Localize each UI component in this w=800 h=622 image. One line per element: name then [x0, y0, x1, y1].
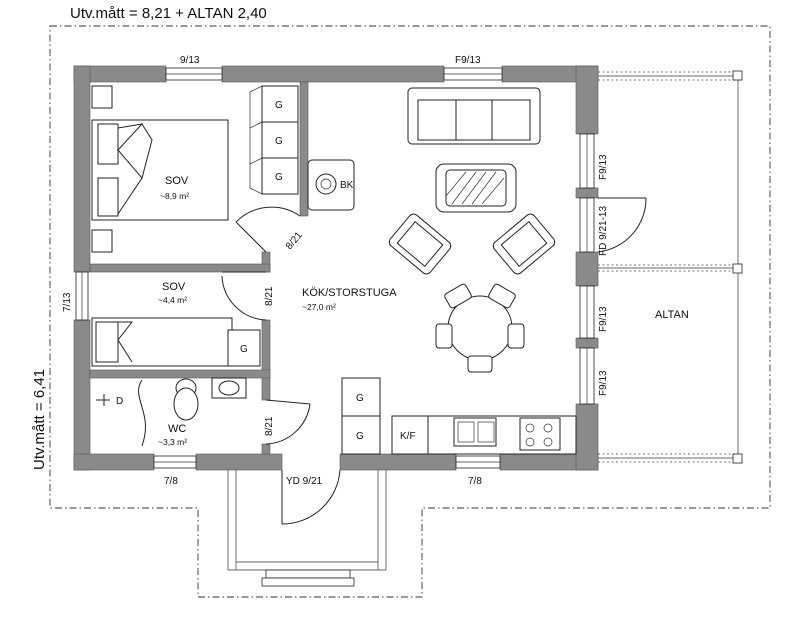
outer-depth-label: Utv.mått = 6,41: [31, 369, 48, 470]
room-area-wc: ~3,3 m²: [158, 437, 187, 447]
sofa: [407, 87, 541, 145]
window-label-bottom-left: 7/8: [164, 476, 178, 487]
interior-walls: [89, 81, 309, 455]
room-name-sov2: SOV: [162, 281, 186, 293]
door-label-wc: 8/21: [264, 416, 275, 436]
bed-single: [91, 317, 233, 367]
windows: [75, 67, 595, 469]
window-label-right-3: F9/13: [598, 370, 609, 396]
bed-double: [91, 119, 229, 221]
armchair: [492, 213, 556, 275]
cabinet-label: G: [356, 431, 364, 442]
room-name-kok: KÖK/STORSTUGA: [302, 287, 397, 299]
door-label-sov2: 8/21: [264, 286, 275, 306]
window-label-top-right: F9/13: [455, 55, 481, 66]
washbasin: [211, 377, 247, 399]
window-label-bottom-right: 7/8: [468, 476, 482, 487]
stove-label: BK: [340, 180, 354, 191]
nightstand: [91, 85, 113, 109]
dining-table: [435, 283, 525, 373]
stove: [307, 159, 355, 211]
coffee-table: [435, 163, 517, 213]
room-area-sov1: ~8,9 m²: [160, 191, 189, 201]
toilet: [173, 378, 199, 421]
cabinet-label: G: [356, 393, 364, 404]
window-label-top-left: 9/13: [180, 55, 200, 66]
room-name-altan: ALTAN: [655, 309, 689, 321]
room-area-kok: ~27,0 m²: [302, 302, 336, 312]
door-label-sov1: 8/21: [284, 230, 305, 252]
wardrobe: [249, 85, 299, 195]
shower-label: D: [116, 396, 123, 407]
room-area-sov2: ~4,4 m²: [158, 295, 187, 305]
entry-porch: [227, 470, 387, 587]
kitchen-cabinets: [341, 377, 381, 455]
shower: [96, 379, 146, 447]
window-label-left: 7/13: [62, 292, 73, 312]
wardrobe-label: G: [240, 344, 248, 355]
wardrobe-label: G: [275, 172, 283, 183]
door-label-entry: YD 9/21: [286, 476, 323, 487]
outer-outline: [49, 25, 771, 598]
outer-width-label: Utv.mått = 8,21 + ALTAN 2,40: [70, 5, 267, 22]
wardrobe-label: G: [275, 136, 283, 147]
window-label-right-2: F9/13: [598, 306, 609, 332]
armchair: [388, 213, 452, 275]
wardrobe-label: G: [275, 100, 283, 111]
kitchen-counter: [391, 415, 577, 455]
fridge-label: K/F: [400, 431, 416, 442]
altan-deck: [598, 70, 743, 464]
door-label-patio: FD 9/21-13: [598, 206, 609, 256]
nightstand: [91, 229, 113, 253]
room-name-wc: WC: [168, 423, 186, 435]
wardrobe: [227, 329, 261, 367]
room-name-sov1: SOV: [165, 175, 189, 187]
window-label-right-1: F9/13: [598, 154, 609, 180]
doors: [221, 197, 647, 525]
